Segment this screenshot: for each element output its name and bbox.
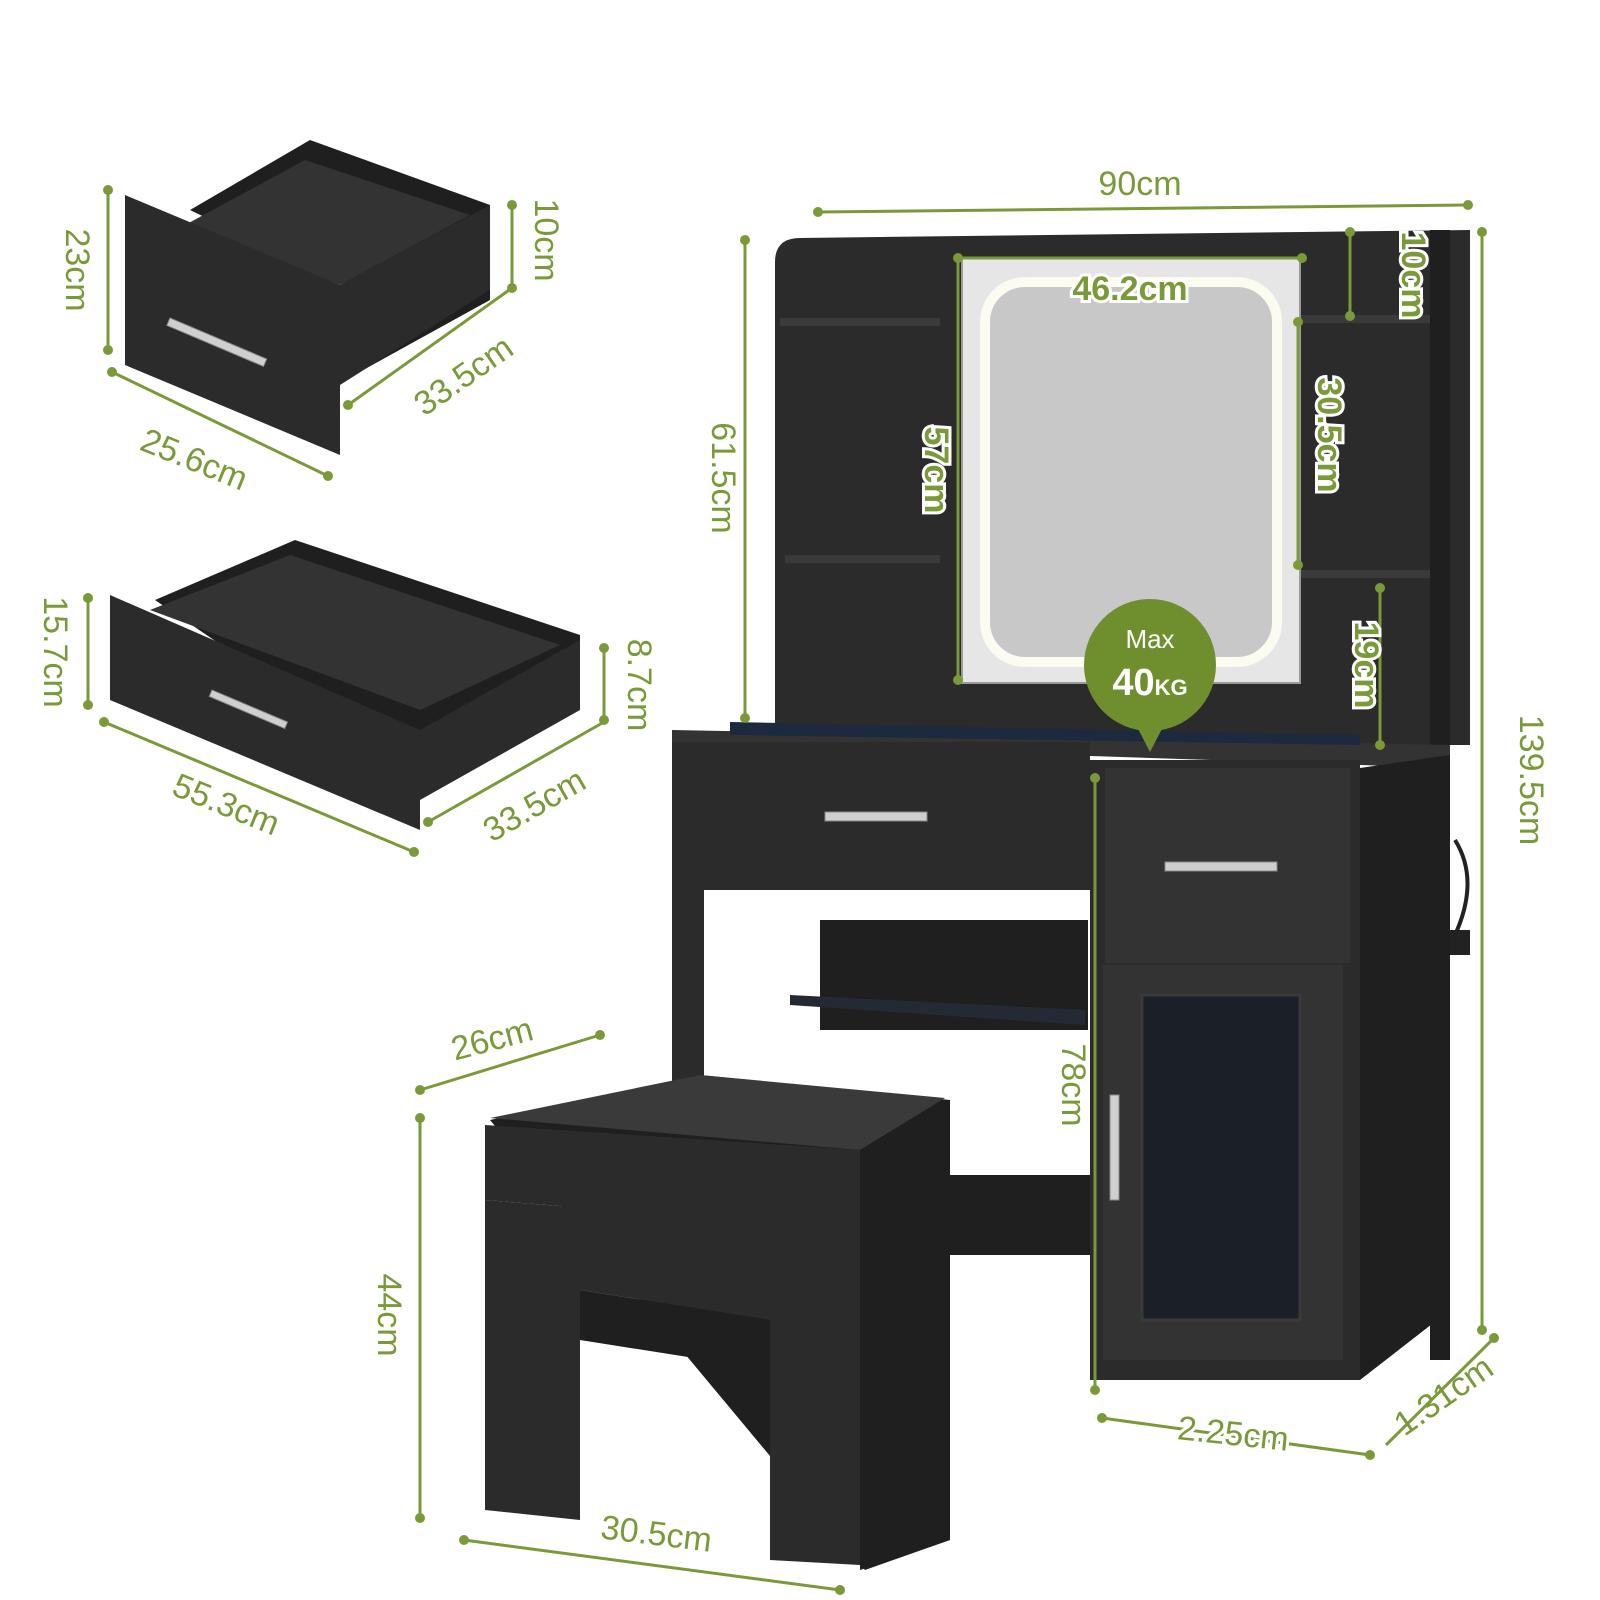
right-shelf-span-label: 30.5cm: [1310, 377, 1348, 492]
vanity-width-label: 90cm: [1098, 165, 1181, 203]
small-drawer-height-dim: 23cm: [58, 185, 113, 355]
cabinet-width-dim: 2.25cm: [1097, 1406, 1375, 1462]
small-drawer-depth-label: 33.5cm: [407, 328, 520, 423]
small-drawer-height-label: 23cm: [58, 228, 96, 311]
drawer-handle-icon: [208, 689, 289, 730]
svg-text:40KG: 40KG: [1112, 662, 1187, 704]
hutch-height-label: 61.5cm: [704, 422, 742, 534]
mirror-width-dim: 46.2cm: [953, 253, 1307, 311]
badge-unit: KG: [1155, 675, 1188, 700]
total-height-label: 139.5cm: [1512, 715, 1550, 845]
small-drawer-illustration: [125, 140, 490, 455]
stool-height-dim: 44cm: [370, 1113, 425, 1523]
large-drawer-depth-label: 33.5cm: [477, 761, 593, 850]
large-drawer-inner-height-label: 8.7cm: [620, 639, 658, 732]
mirror-height-dim: 57cm: [914, 262, 963, 685]
door-handle-icon: [1109, 1094, 1120, 1201]
large-drawer-height-dim: 15.7cm: [36, 593, 93, 710]
stool-width-label: 30.5cm: [599, 1508, 714, 1559]
max-load-badge: Max 40KG: [1084, 599, 1216, 752]
mirror-height-label: 57cm: [917, 427, 955, 514]
drawer-handle-icon: [1164, 861, 1278, 872]
large-drawer-height-label: 15.7cm: [36, 596, 74, 708]
large-drawer-inner-height-dim: 8.7cm: [599, 639, 658, 732]
hutch-height-dim: 61.5cm: [704, 235, 750, 723]
badge-max-label: Max: [1125, 624, 1174, 654]
small-drawer-inner-height-dim: 10cm: [507, 198, 565, 293]
vanity-illustration: [672, 230, 1470, 1380]
mirror-width-label: 46.2cm: [1072, 270, 1187, 308]
stool-depth-dim: 26cm: [415, 1010, 605, 1095]
stool-illustration: [485, 1075, 950, 1570]
right-shelf-span-dim: 30.5cm: [1293, 317, 1351, 570]
badge-number: 40: [1112, 662, 1154, 704]
top-shelf-gap-label: 10cm: [1394, 232, 1432, 319]
desk-height-label: 78cm: [1054, 1043, 1092, 1126]
cabinet-width-label: 2.25cm: [1176, 1409, 1291, 1458]
drawer-handle-icon: [166, 317, 268, 368]
drawer-handle-icon: [824, 811, 928, 822]
large-drawer-width-label: 55.3cm: [167, 766, 285, 843]
cabinet-depth-label: 1.31cm: [1387, 1348, 1500, 1443]
top-shelf-gap-dim: 10cm: [1345, 227, 1435, 321]
vanity-width-dim: 90cm: [813, 165, 1473, 217]
small-drawer-inner-height-label: 10cm: [527, 198, 565, 281]
total-height-dim: 139.5cm: [1477, 227, 1550, 1335]
lower-shelf-gap-label: 19cm: [1347, 622, 1385, 709]
large-drawer-illustration: [110, 540, 580, 830]
lower-shelf-gap-dim: 19cm: [1344, 583, 1388, 750]
stool-height-label: 44cm: [370, 1273, 408, 1356]
desk-height-dim: 78cm: [1051, 773, 1100, 1395]
